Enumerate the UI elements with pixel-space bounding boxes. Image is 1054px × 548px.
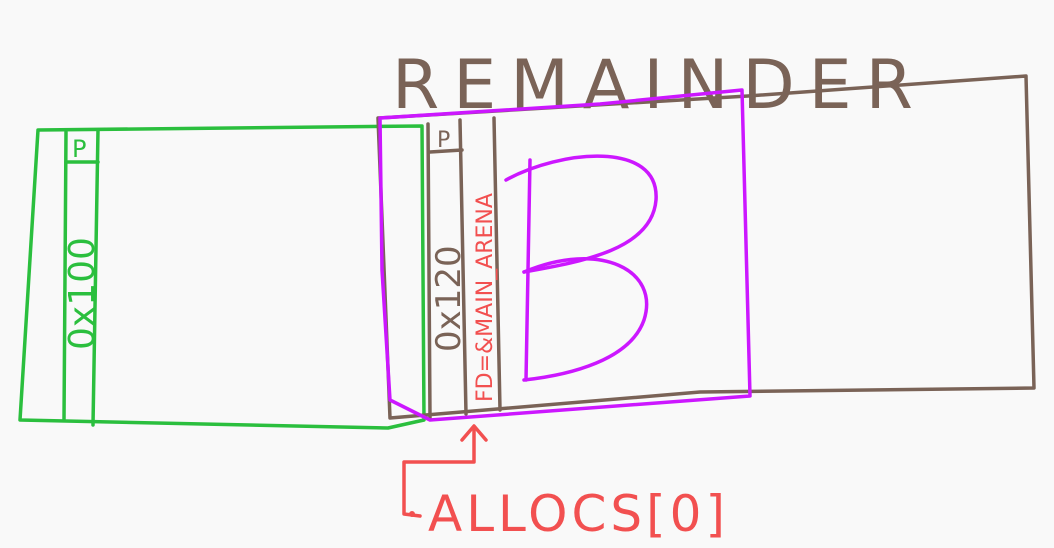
- pointer-arrow-head: [460, 424, 488, 442]
- b-chunk-outline: [378, 88, 752, 422]
- remainder-flag-box: [428, 148, 464, 154]
- remainder-chunk-outline: [376, 74, 1036, 420]
- green-header-left-line: [62, 130, 68, 422]
- green-size-label: 0x100: [62, 237, 103, 350]
- green-flag-label: P: [72, 135, 86, 163]
- allocs-label: ALLOCS[0]: [428, 485, 729, 543]
- remainder-size-label: 0x120: [429, 245, 469, 352]
- remainder-size-column-line: [426, 122, 432, 420]
- remainder-flag-label: P: [437, 128, 450, 153]
- fd-main-arena-label: FD=&MAIN_ARENA: [473, 193, 498, 402]
- green-header-right-line: [91, 128, 100, 427]
- remainder-chunk: [376, 74, 1036, 420]
- remainder-fd-column-line: [492, 116, 502, 412]
- b-letter-bottom-bowl: [522, 257, 649, 382]
- pointer-origin-dot: [409, 511, 415, 517]
- green-chunk: [18, 124, 426, 430]
- green-chunk-outline: [18, 124, 426, 430]
- remainder-flag-column-line: [458, 118, 468, 416]
- b-chunk: [378, 88, 752, 422]
